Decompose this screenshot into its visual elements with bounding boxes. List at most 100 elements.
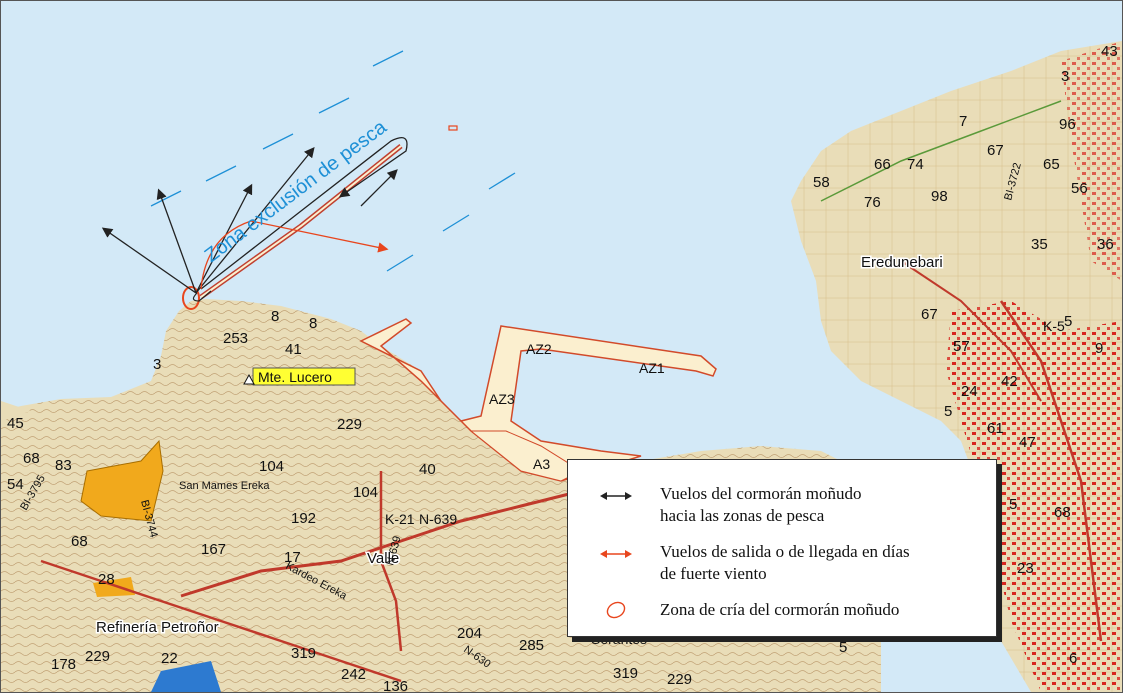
breeding-zone xyxy=(182,286,200,310)
flight-arrow-line-back xyxy=(360,169,398,207)
buoy xyxy=(448,125,458,131)
elevation-label: 42 xyxy=(1001,373,1018,390)
breakwater-inner xyxy=(200,145,402,298)
elevation-label: 23 xyxy=(1017,560,1034,577)
elevation-label: 17 xyxy=(284,549,301,566)
legend-item-fishing-flights: Vuelos del cormorán moñudo hacia las zon… xyxy=(568,484,996,528)
urban-east xyxy=(946,301,1122,692)
legend-label-line1: Vuelos del cormorán moñudo xyxy=(660,484,862,503)
elevation-label: 98 xyxy=(931,188,948,205)
elevation-label: 61 xyxy=(987,420,1004,437)
flight-arrows-black xyxy=(101,137,408,294)
orange-ellipse-icon xyxy=(606,601,626,619)
elevation-label: 5 xyxy=(1009,496,1017,513)
elevation-label: 9 xyxy=(1095,340,1103,357)
elevation-label: 253 xyxy=(223,330,248,347)
road-east xyxy=(999,300,1103,642)
elevation-label: 66 xyxy=(874,156,891,173)
elevation-label: 285 xyxy=(519,637,544,654)
elevation-label: 28 xyxy=(98,571,115,588)
orange-double-arrow-icon xyxy=(600,550,632,558)
urban-east-north xyxy=(1061,41,1122,281)
legend-label-line2: de fuerte viento xyxy=(660,564,767,583)
legend: Vuelos del cormorán moñudo hacia las zon… xyxy=(567,459,997,637)
road-east-2 xyxy=(900,260,1042,402)
elevation-label: 5 xyxy=(944,403,952,420)
elevation-label: 22 xyxy=(161,650,178,667)
flight-arrow-bracket xyxy=(192,290,212,302)
elevation-label: 43 xyxy=(1101,43,1118,60)
road-label: N-639 xyxy=(419,511,457,527)
legend-label-line1: Zona de cría del cormorán moñudo xyxy=(660,600,900,619)
elevation-label: 229 xyxy=(337,416,362,433)
elevation-label: 6 xyxy=(1069,650,1077,667)
elevation-label: 45 xyxy=(7,415,24,432)
elevation-label: 65 xyxy=(1043,156,1060,173)
flight-arrows-orange xyxy=(200,220,389,290)
summit-label-bg xyxy=(252,367,356,386)
elevation-label: 56 xyxy=(1071,180,1088,197)
elevation-label: 67 xyxy=(987,142,1004,159)
elevation-label: 74 xyxy=(907,156,924,173)
elevation-label: 76 xyxy=(864,194,881,211)
elevation-label: 57 xyxy=(953,338,970,355)
summit-label: Mte. Lucero xyxy=(258,369,332,385)
elevation-label: 229 xyxy=(85,648,110,665)
elevation-label: 68 xyxy=(1054,504,1071,521)
elevation-label: 83 xyxy=(55,457,72,474)
elevation-label: 68 xyxy=(23,450,40,467)
elevation-label: 7 xyxy=(959,113,967,130)
legend-label-line2: hacia las zonas de pesca xyxy=(660,506,825,525)
place-refineria: Refinería Petroñor xyxy=(96,619,219,636)
elevation-label: 319 xyxy=(613,665,638,682)
elevation-label: 24 xyxy=(961,383,978,400)
elevation-label: 40 xyxy=(419,461,436,478)
elevation-label: 192 xyxy=(291,510,316,527)
place-san-mames: San Mames Ereka xyxy=(179,480,270,492)
elevation-label: 5 xyxy=(1064,313,1072,330)
elevation-label: 204 xyxy=(457,625,482,642)
elevations: 253 41 8 8 3 229 104 40 104 192 167 17 2… xyxy=(7,43,1118,692)
place-eredunebari: Eredunebari xyxy=(861,254,943,271)
elevation-label: 68 xyxy=(71,533,88,550)
elevation-label: 47 xyxy=(1019,434,1036,451)
road-north xyxy=(379,471,403,652)
elevation-label: 136 xyxy=(383,678,408,692)
elevation-label: 3 xyxy=(1061,68,1069,85)
elevation-label: 167 xyxy=(201,541,226,558)
elevation-label: 35 xyxy=(1031,236,1048,253)
elevation-label: 242 xyxy=(341,666,366,683)
road-coast xyxy=(820,100,1062,202)
elevation-label: 36 xyxy=(1097,236,1114,253)
elevation-label: 67 xyxy=(921,306,938,323)
elevation-label: 178 xyxy=(51,656,76,673)
elevation-label: 96 xyxy=(1059,116,1076,133)
exclusion-dashes xyxy=(150,50,516,272)
summit-triangle xyxy=(243,373,255,385)
elevation-label: 5 xyxy=(839,639,847,656)
reservoir xyxy=(151,661,221,692)
road-inland xyxy=(40,559,402,683)
black-double-arrow-icon xyxy=(600,492,632,500)
road-label: K-5 xyxy=(1043,318,1065,334)
land-far-west xyxy=(1,401,31,421)
elevation-label: 8 xyxy=(309,315,317,332)
elevation-label: 229 xyxy=(667,671,692,688)
port-area-az3: AZ3 xyxy=(489,391,515,407)
elevation-label: 58 xyxy=(813,174,830,191)
road-label: K-21 xyxy=(385,511,415,527)
place-valle: Valle xyxy=(367,550,399,567)
port-area-az2: AZ2 xyxy=(526,341,552,357)
elevation-label: 319 xyxy=(291,645,316,662)
port-area-az1: AZ1 xyxy=(639,360,665,376)
legend-item-wind-flights: Vuelos de salida o de llegada en días de… xyxy=(568,542,996,586)
elevation-label: 54 xyxy=(7,476,24,493)
elevation-label: 41 xyxy=(285,341,302,358)
elevation-label: 104 xyxy=(259,458,284,475)
legend-item-breeding-zone: Zona de cría del cormorán moñudo xyxy=(568,600,996,624)
elevation-label: 3 xyxy=(153,356,161,373)
port-area-a3: A3 xyxy=(533,456,550,472)
elevation-label: 104 xyxy=(353,484,378,501)
legend-label-line1: Vuelos de salida o de llegada en días xyxy=(660,542,910,561)
